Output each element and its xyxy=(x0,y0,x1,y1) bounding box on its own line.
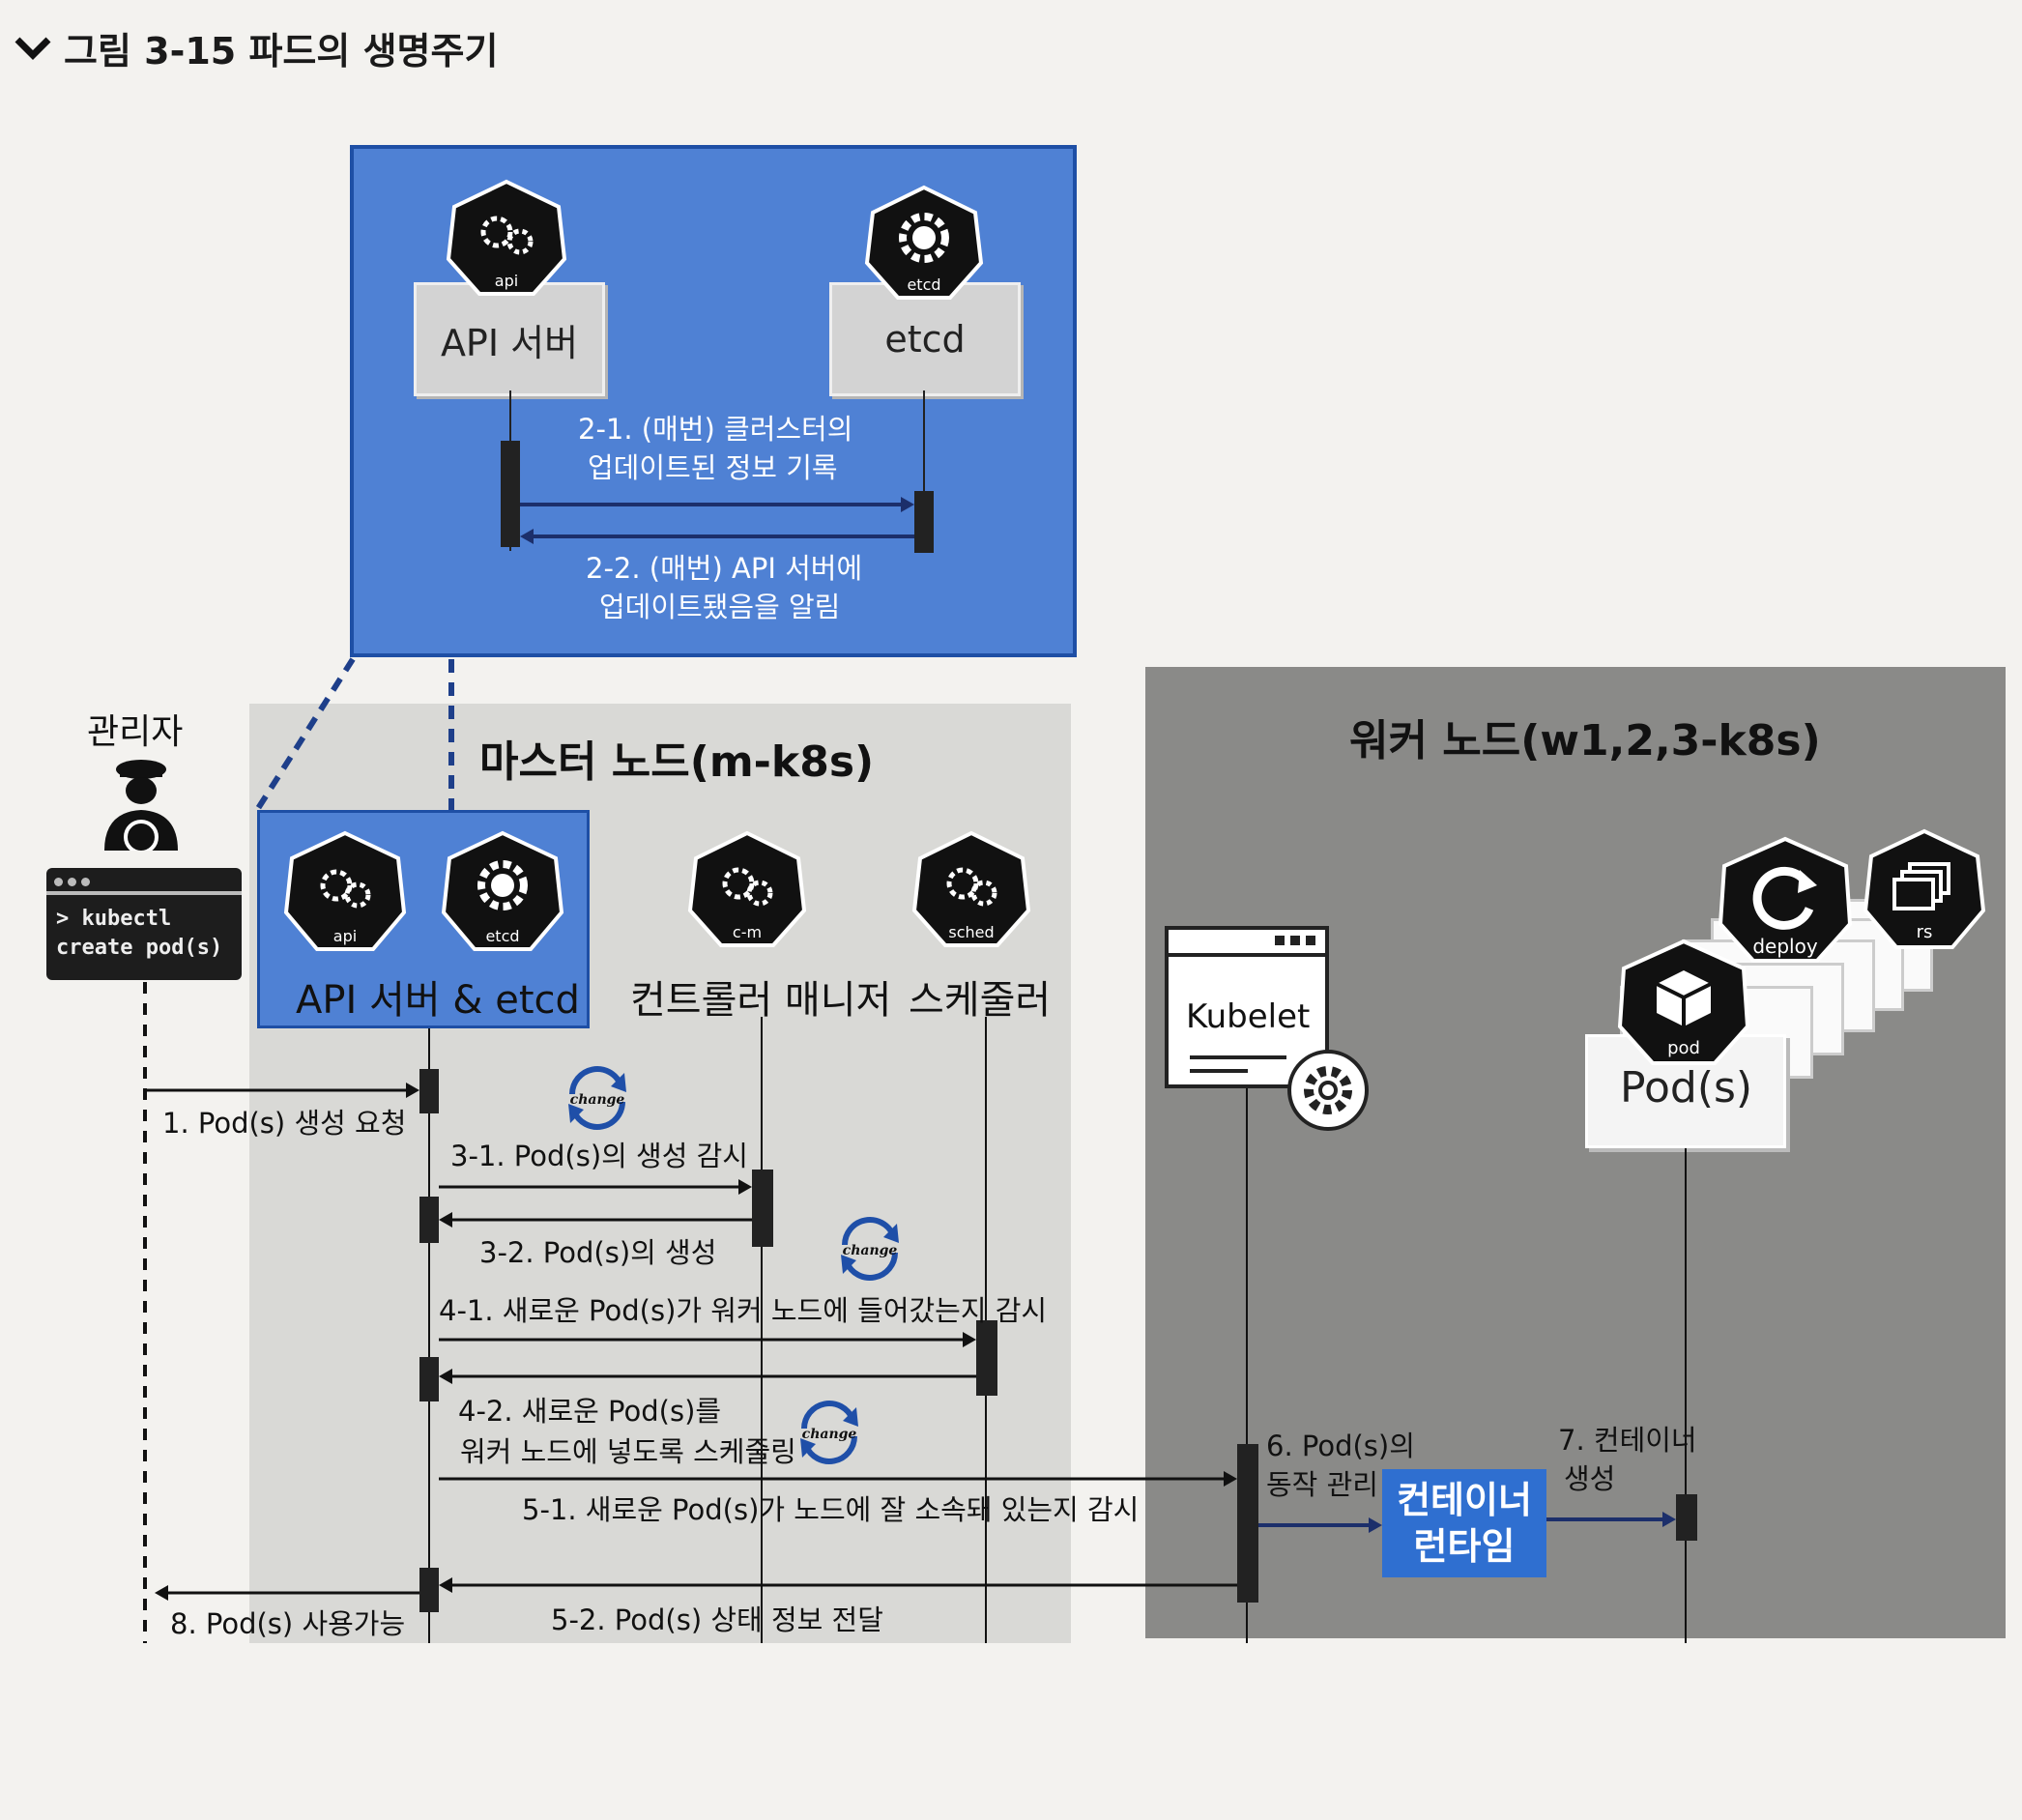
svg-text:api: api xyxy=(333,927,357,945)
change-icon: change xyxy=(841,1217,899,1281)
change-icon: change xyxy=(800,1401,858,1464)
kubectl-cmd-line1: > kubectl xyxy=(56,907,172,931)
svg-text:change: change xyxy=(802,1427,857,1442)
master-etcd-icon: etcd xyxy=(440,829,565,953)
api-server-label: API 서버 xyxy=(440,321,579,364)
admin-label: 관리자 xyxy=(87,712,184,752)
master-api-icon: api xyxy=(282,829,408,953)
kubectl-cmd-line2: create pod(s) xyxy=(56,936,223,960)
svg-text:pod: pod xyxy=(1667,1038,1700,1058)
msg-7-line1: 7. 컨테이너 xyxy=(1558,1424,1697,1457)
runtime-line2: 런타임 xyxy=(1413,1525,1516,1568)
kubectl-terminal: > kubectl create pod(s) xyxy=(46,868,242,980)
controller-manager-icon: c-m xyxy=(686,829,808,949)
msg-5-2: 5-2. Pod(s) 상태 정보 전달 xyxy=(551,1603,883,1636)
controller-manager-label: 컨트롤러 매니저 xyxy=(630,978,892,1023)
gear-icon xyxy=(1287,1050,1369,1131)
pod-icon: pod xyxy=(1616,938,1751,1067)
svg-text:deploy: deploy xyxy=(1752,935,1817,958)
deploy-icon: deploy xyxy=(1717,835,1854,965)
msg-7-line2: 생성 xyxy=(1564,1462,1616,1495)
figure-title-text: 그림 3-15 파드의 생명주기 xyxy=(64,30,499,72)
msg-3-2: 3-2. Pod(s)의 생성 xyxy=(479,1236,717,1269)
master-node-title: 마스터 노드(m-k8s) xyxy=(479,737,875,787)
msg-4-1: 4-1. 새로운 Pod(s)가 워커 노드에 들어갔는지 감시 xyxy=(439,1294,1048,1327)
msg-2-1-line1: 2-1. (매번) 클러스터의 xyxy=(578,413,853,446)
svg-text:rs: rs xyxy=(1917,922,1933,942)
msg-6-line2: 동작 관리 xyxy=(1266,1468,1378,1501)
etcd-hex-icon: etcd xyxy=(863,184,985,302)
figure-title: 그림 3-15 파드의 생명주기 xyxy=(14,21,498,74)
svg-text:change: change xyxy=(843,1243,898,1258)
svg-text:etcd: etcd xyxy=(907,275,940,294)
msg-6-line1: 6. Pod(s)의 xyxy=(1266,1430,1415,1462)
worker-node-title: 워커 노드(w1,2,3-k8s) xyxy=(1349,716,1821,766)
svg-text:sched: sched xyxy=(948,923,994,941)
msg-4-2-line2: 워커 노드에 넣도록 스케줄링 xyxy=(460,1435,796,1468)
kubelet-label: Kubelet xyxy=(1186,997,1311,1036)
pod-label: Pod(s) xyxy=(1620,1063,1753,1112)
chevron-down-icon xyxy=(14,37,51,60)
change-icon: change xyxy=(568,1066,626,1130)
svg-text:api: api xyxy=(495,272,518,290)
admin-icon xyxy=(104,760,178,851)
svg-text:c-m: c-m xyxy=(733,923,762,941)
api-hex-icon: api xyxy=(445,178,568,298)
top-sequence-lines xyxy=(501,390,934,553)
etcd-card: etcd xyxy=(829,282,1021,396)
etcd-label: etcd xyxy=(884,318,966,361)
msg-2-1-line2: 업데이트된 정보 기록 xyxy=(588,451,838,484)
msg-3-1: 3-1. Pod(s)의 생성 감시 xyxy=(450,1140,748,1172)
msg-1: 1. Pod(s) 생성 요청 xyxy=(162,1107,407,1140)
scheduler-icon: sched xyxy=(910,829,1032,949)
msg-4-2-line1: 4-2. 새로운 Pod(s)를 xyxy=(458,1395,722,1428)
scheduler-label: 스케줄러 xyxy=(909,978,1052,1023)
msg-2-2-line1: 2-2. (매번) API 서버에 xyxy=(586,552,863,585)
api-etcd-label: API 서버 & etcd xyxy=(296,978,580,1023)
container-runtime-box: 컨테이너 런타임 xyxy=(1382,1469,1546,1577)
msg-8: 8. Pod(s) 사용가능 xyxy=(170,1607,406,1640)
worker-node-panel xyxy=(1145,667,2006,1638)
rs-icon: rs xyxy=(1862,827,1987,951)
msg-5-1: 5-1. 새로운 Pod(s)가 노드에 잘 소속돼 있는지 감시 xyxy=(522,1493,1140,1526)
svg-text:change: change xyxy=(570,1092,625,1108)
svg-text:etcd: etcd xyxy=(485,927,519,945)
runtime-line1: 컨테이너 xyxy=(1397,1479,1532,1521)
msg-2-2-line2: 업데이트됐음을 알림 xyxy=(599,591,841,623)
